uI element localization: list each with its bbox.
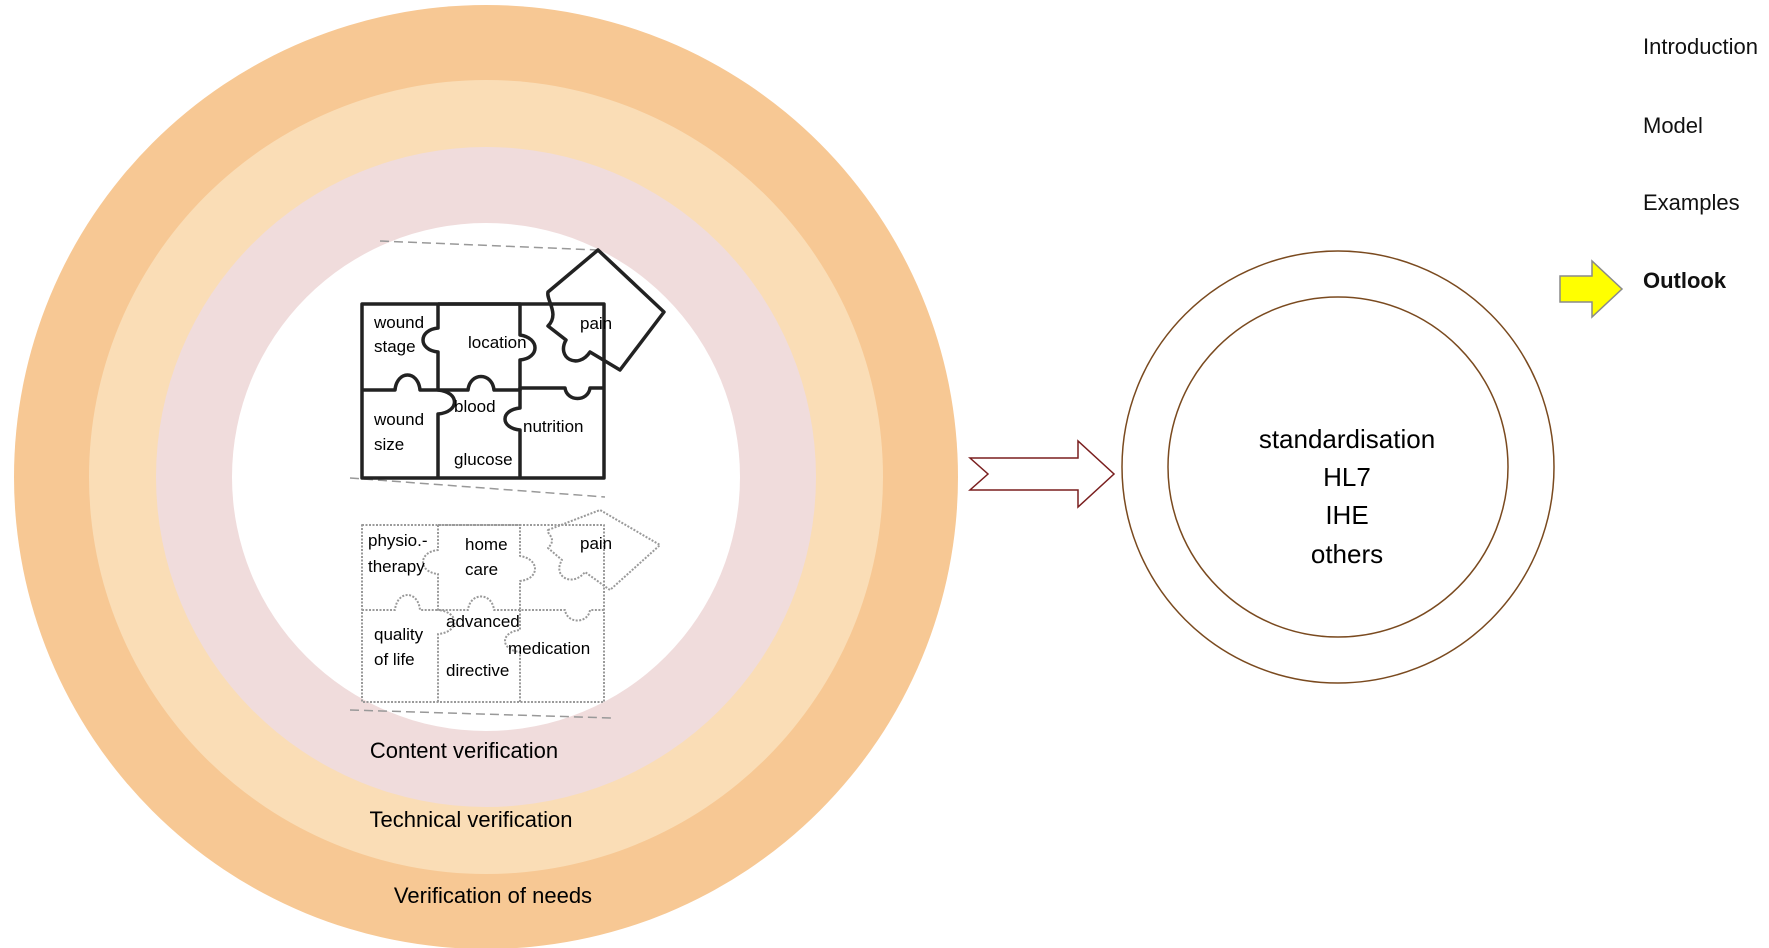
svg-text:care: care bbox=[465, 560, 498, 579]
standardisation-label: standardisation bbox=[1259, 424, 1435, 454]
technical-verification-label: Technical verification bbox=[370, 807, 573, 832]
wound-size-label-1: wound bbox=[373, 410, 424, 429]
svg-text:wound: wound bbox=[373, 410, 424, 429]
svg-text:of life: of life bbox=[374, 650, 415, 669]
care-label: care bbox=[465, 560, 498, 579]
svg-text:stage: stage bbox=[374, 337, 416, 356]
hl7-label: HL7 bbox=[1323, 462, 1371, 492]
wound-stage-label-1: wound bbox=[373, 313, 424, 332]
quality-label-1: quality bbox=[374, 625, 424, 644]
blood-label: blood bbox=[454, 397, 496, 416]
svg-text:directive: directive bbox=[446, 661, 509, 680]
puzzle-top bbox=[349, 240, 666, 498]
quality-label-2: of life bbox=[374, 650, 415, 669]
pain-label-bottom: pain bbox=[580, 534, 612, 553]
medication-label: medication bbox=[508, 639, 590, 658]
right-arrow-icon bbox=[1559, 259, 1624, 319]
content-verification-label: Content verification bbox=[370, 738, 558, 763]
svg-text:physio.-: physio.- bbox=[368, 531, 428, 550]
svg-text:home: home bbox=[465, 535, 508, 554]
svg-text:glucose: glucose bbox=[454, 450, 513, 469]
physio-label-1: physio.- bbox=[368, 531, 428, 550]
puzzle-top-labels: wound stage location pain wound size blo… bbox=[373, 313, 612, 469]
wound-size-label-2: size bbox=[374, 435, 404, 454]
svg-text:therapy: therapy bbox=[368, 557, 425, 576]
svg-text:quality: quality bbox=[374, 625, 424, 644]
puzzle-bottom bbox=[349, 509, 661, 719]
others-label: others bbox=[1311, 539, 1383, 569]
verification-of-needs-label: Verification of needs bbox=[394, 883, 592, 908]
nav-item-model[interactable]: Model bbox=[1643, 113, 1703, 138]
nav-item-introduction[interactable]: Introduction bbox=[1643, 34, 1758, 59]
wound-stage-label-2: stage bbox=[374, 337, 416, 356]
home-label: home bbox=[465, 535, 508, 554]
advanced-label: advanced bbox=[446, 612, 520, 631]
pain-label-top: pain bbox=[580, 314, 612, 333]
nav-item-examples[interactable]: Examples bbox=[1643, 190, 1740, 215]
svg-text:wound: wound bbox=[373, 313, 424, 332]
svg-text:blood: blood bbox=[454, 397, 496, 416]
puzzle-bottom-labels: physio.- therapy home care pain quality … bbox=[368, 531, 612, 680]
nutrition-label: nutrition bbox=[523, 417, 583, 436]
physio-label-2: therapy bbox=[368, 557, 425, 576]
svg-text:size: size bbox=[374, 435, 404, 454]
transition-arrow-icon bbox=[968, 439, 1116, 509]
nav-item-outlook[interactable]: Outlook bbox=[1643, 268, 1727, 293]
glucose-label: glucose bbox=[454, 450, 513, 469]
standards-inner-circle bbox=[1167, 296, 1509, 638]
svg-text:advanced: advanced bbox=[446, 612, 520, 631]
directive-label: directive bbox=[446, 661, 509, 680]
standards-outer-circle bbox=[1121, 250, 1555, 684]
location-label: location bbox=[468, 333, 527, 352]
ihe-label: IHE bbox=[1325, 500, 1368, 530]
